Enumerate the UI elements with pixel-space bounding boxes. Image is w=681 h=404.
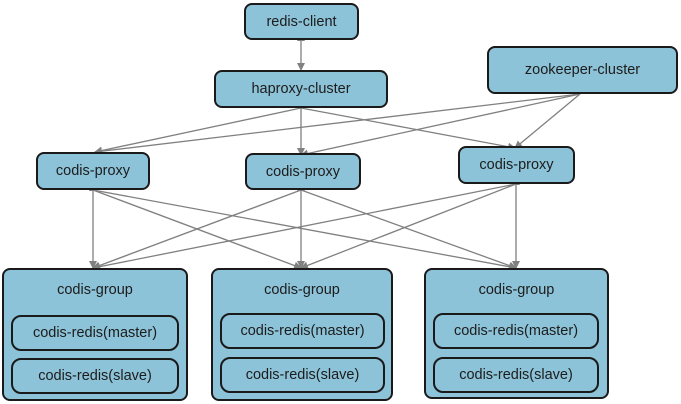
codis-proxy-node-2: codis-proxy (245, 153, 361, 190)
codis-proxy-node-3: codis-proxy (458, 146, 575, 184)
arrow-zk-proxy1 (94, 93, 581, 156)
arrow-haproxy-proxy1 (94, 107, 302, 155)
codis-group-1: codis-group codis-redis(master) codis-re… (2, 268, 188, 401)
master-label: codis-redis(master) (453, 323, 579, 339)
codis-redis-master: codis-redis(master) (11, 315, 179, 351)
codis-redis-slave: codis-redis(slave) (11, 358, 179, 394)
slave-label: codis-redis(slave) (245, 367, 360, 383)
arrow-proxy2-group1 (92, 189, 302, 270)
zookeeper-cluster-node: zookeeper-cluster (487, 46, 678, 94)
redis-client-label: redis-client (266, 13, 337, 30)
zookeeper-cluster-label: zookeeper-cluster (524, 62, 641, 78)
arrow-zk-proxy3 (514, 93, 581, 149)
codis-group-3: codis-group codis-redis(master) codis-re… (424, 268, 609, 399)
arrow-proxy2-group3 (300, 189, 517, 270)
codis-group-title: codis-group (478, 282, 555, 298)
codis-group-title: codis-group (264, 282, 340, 298)
codis-redis-master: codis-redis(master) (220, 313, 385, 349)
master-label: codis-redis(master) (240, 323, 365, 339)
codis-proxy-label-2: codis-proxy (265, 163, 341, 180)
slave-label: codis-redis(slave) (459, 367, 573, 383)
arrow-proxy3-group2 (300, 183, 517, 270)
haproxy-cluster-label: haproxy-cluster (251, 81, 351, 97)
codis-redis-slave: codis-redis(slave) (433, 357, 599, 393)
codis-proxy-label-3: codis-proxy (479, 157, 554, 173)
arrow-haproxy-proxy3 (300, 107, 516, 151)
slave-label: codis-redis(slave) (38, 368, 152, 384)
codis-redis-slave: codis-redis(slave) (220, 357, 385, 393)
codis-redis-master: codis-redis(master) (433, 313, 599, 349)
codis-proxy-node-1: codis-proxy (36, 152, 150, 190)
codis-group-2: codis-group codis-redis(master) codis-re… (211, 268, 393, 401)
codis-group-title: codis-group (57, 282, 133, 298)
codis-proxy-label-1: codis-proxy (55, 163, 131, 179)
redis-client-node: redis-client (244, 3, 359, 40)
arrow-proxy1-group3 (92, 189, 517, 271)
arrow-proxy3-group1 (92, 183, 517, 271)
haproxy-cluster-node: haproxy-cluster (214, 70, 388, 108)
arrow-zk-proxy2 (300, 93, 581, 158)
master-label: codis-redis(master) (32, 325, 158, 341)
